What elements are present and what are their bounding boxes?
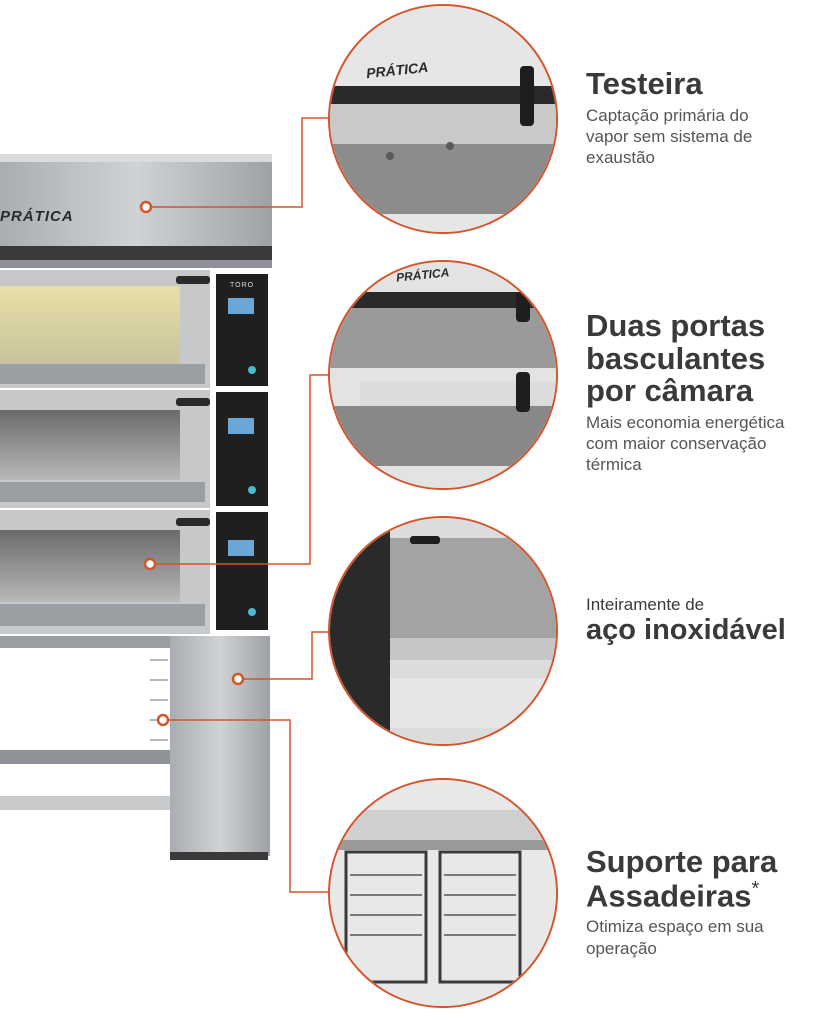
feature-rack-description: Otimiza espaço em sua operação <box>586 917 764 958</box>
feature-rack-title-mark: * <box>751 877 760 900</box>
marker-hood <box>139 200 153 214</box>
detail-circle-steel <box>328 516 558 746</box>
detail-circle-hood: PRÁTICA <box>328 4 558 234</box>
hood-panel <box>0 156 272 248</box>
feature-doors-title: Duas portas basculantes por câmara <box>586 308 766 409</box>
panel-label: TORO <box>230 282 255 289</box>
marker-doors <box>143 557 157 571</box>
chamber-3 <box>0 510 210 634</box>
feature-rack: Suporte para Assadeiras* Otimiza espaço … <box>586 844 811 959</box>
feature-hood-title: Testeira <box>586 66 703 101</box>
oven-illustration <box>0 154 272 860</box>
feature-hood-description: Captação primária do vapor sem sistema d… <box>586 105 753 168</box>
feature-steel-title: aço inoxidável <box>586 614 786 647</box>
feature-steel: Inteiramente de aço inoxidável <box>586 594 816 646</box>
feature-doors: Duas portas basculantes por câmara Mais … <box>586 308 811 475</box>
marker-steel <box>231 672 245 686</box>
feature-rack-title: Suporte para Assadeiras* <box>586 844 811 913</box>
hood-logo: PRÁTICA <box>0 208 74 225</box>
control-panel <box>216 274 268 630</box>
feature-steel-intro: Inteiramente de <box>586 595 705 614</box>
detail-circle-doors: PRÁTICA <box>328 260 558 490</box>
feature-hood: Testeira Captação primária do vapor sem … <box>586 66 806 168</box>
chamber-2 <box>0 390 210 508</box>
feature-rack-title-text: Suporte para Assadeiras <box>586 844 778 913</box>
feature-doors-description: Mais economia energética com maior conse… <box>586 412 785 475</box>
base-cabinet <box>170 636 270 856</box>
chamber-1 <box>0 270 210 388</box>
detail-circle-rack <box>328 778 558 1008</box>
marker-rack <box>156 713 170 727</box>
